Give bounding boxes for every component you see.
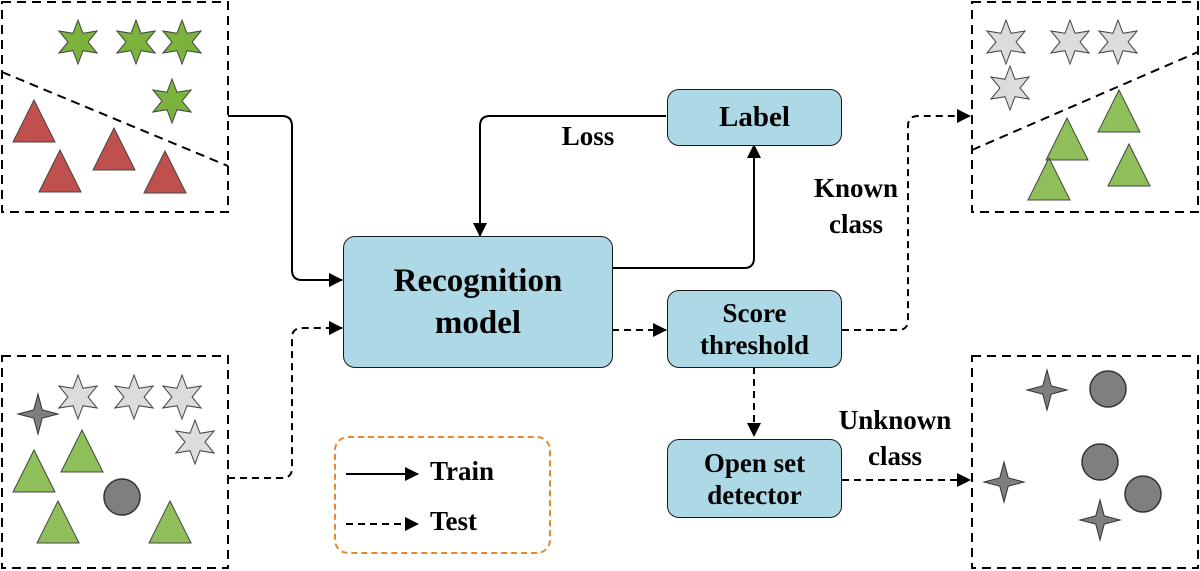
unknown-class-label: Unknown class <box>838 405 952 471</box>
star-sample <box>174 418 216 466</box>
label-box: Label <box>667 89 842 146</box>
legend-test-label: Test <box>430 506 478 536</box>
score-threshold-label: Score threshold <box>699 298 810 360</box>
circle-sample <box>1081 443 1119 481</box>
star-sample <box>113 373 155 421</box>
label-box-text: Label <box>719 101 790 133</box>
star-sample <box>161 373 203 421</box>
recognition-model-label: Recognition model <box>393 263 563 341</box>
open-set-detector-label: Open set detector <box>703 447 806 510</box>
triangle-sample <box>12 448 56 493</box>
star-sample <box>115 18 157 66</box>
legend-lines <box>346 467 419 531</box>
circle-sample <box>103 478 141 516</box>
legend <box>334 436 551 554</box>
known-class-panel <box>971 1 1199 213</box>
diamond-star-sample <box>16 392 60 436</box>
open-set-detector-box: Open set detector <box>667 439 842 518</box>
star-sample <box>161 18 203 66</box>
connectors <box>228 109 971 487</box>
legend-train-label: Train <box>430 456 495 486</box>
circle-sample <box>1124 475 1162 513</box>
triangle-sample <box>1107 142 1151 187</box>
star-sample <box>57 18 99 66</box>
star-sample <box>57 373 99 421</box>
recognition-model-box: Recognition model <box>343 236 613 368</box>
star-sample <box>1049 18 1091 66</box>
triangle-sample <box>92 126 136 171</box>
triangle-sample <box>60 428 104 473</box>
circle-sample <box>1089 370 1127 408</box>
triangle-sample <box>38 148 82 193</box>
diamond-star-sample <box>1078 498 1122 542</box>
triangle-sample <box>148 499 192 544</box>
training-data-panel <box>1 1 229 213</box>
test-data-panel <box>1 355 229 569</box>
triangle-sample <box>1027 156 1071 201</box>
diamond-star-sample <box>1025 368 1069 412</box>
diamond-star-sample <box>982 460 1026 504</box>
triangle-sample <box>143 149 187 194</box>
triangle-sample <box>1045 116 1089 161</box>
star-sample <box>985 18 1027 66</box>
triangle-sample <box>36 499 80 544</box>
star-sample <box>1097 18 1139 66</box>
loss-label: Loss <box>561 121 615 151</box>
triangle-sample <box>1097 88 1141 133</box>
star-sample <box>989 64 1031 112</box>
score-threshold-box: Score threshold <box>667 290 842 368</box>
known-class-label: Known class <box>813 173 899 239</box>
star-sample <box>151 77 193 125</box>
triangle-sample <box>12 98 56 143</box>
unknown-class-panel <box>971 355 1199 569</box>
